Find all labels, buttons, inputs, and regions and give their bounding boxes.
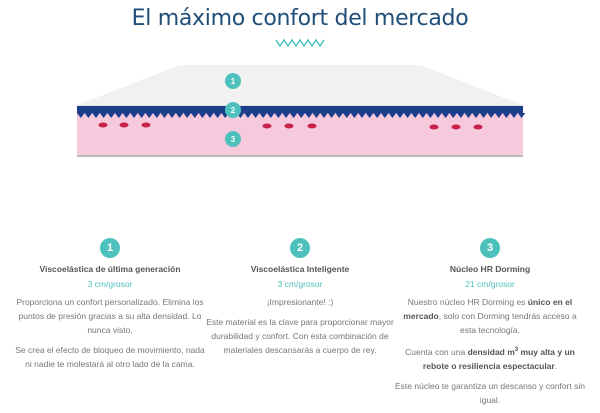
foam-scallop bbox=[343, 113, 351, 118]
foam-scallop bbox=[388, 113, 397, 118]
foam-scallop bbox=[335, 113, 343, 118]
foam-scallop bbox=[396, 113, 404, 118]
foam-scallop bbox=[487, 113, 495, 118]
foam-scallop bbox=[464, 113, 473, 118]
foam-scallop bbox=[282, 113, 290, 118]
layer-description: Este material es la clave para proporcio… bbox=[206, 317, 394, 355]
layer-description: Proporciona un confort personalizado. El… bbox=[16, 297, 204, 335]
mattress-layers-image: 1 2 3 bbox=[77, 65, 526, 157]
foam-scallop bbox=[289, 113, 298, 118]
layer-title: Núcleo HR Dorming bbox=[449, 264, 531, 274]
foam-scallop bbox=[274, 113, 283, 118]
layer-title: Viscoelástica Inteligente bbox=[250, 264, 350, 274]
foam-scallop bbox=[305, 113, 313, 118]
foam-scallop bbox=[327, 113, 336, 118]
layer-description: Nuestro núcleo HR Dorming es único en el… bbox=[403, 297, 577, 335]
foam-scallop bbox=[419, 113, 427, 118]
foam-scallop bbox=[198, 113, 207, 118]
layer-description: Cuenta con una densidad m3 muy alta y un… bbox=[405, 346, 575, 371]
foam-scallop bbox=[267, 113, 275, 118]
step-number-badge: 2 bbox=[290, 238, 310, 258]
layer-marker-1: 1 bbox=[225, 73, 241, 89]
foam-scallop bbox=[145, 113, 153, 118]
layer-description: Se crea el efecto de bloqueo de movimien… bbox=[15, 345, 205, 369]
foam-scallop bbox=[130, 113, 138, 118]
layer-thickness: 3 cm/grosor bbox=[277, 279, 323, 289]
step-number-badge: 1 bbox=[100, 238, 120, 258]
layer-marker-2: 2 bbox=[225, 102, 241, 118]
foam-scallop bbox=[495, 113, 503, 118]
foam-scallop bbox=[115, 113, 123, 118]
foam-scallop bbox=[168, 113, 176, 118]
foam-scallop bbox=[122, 113, 131, 118]
foam-scallop bbox=[77, 113, 85, 118]
layer-thickness: 3 cm/grosor bbox=[87, 279, 133, 289]
foam-scallop bbox=[510, 113, 518, 118]
foam-scallop bbox=[99, 113, 108, 118]
foam-scallop bbox=[358, 113, 366, 118]
layer-column-2: 2 Viscoelástica Inteligente 3 cm/grosor … bbox=[205, 238, 395, 363]
foam-scallop bbox=[457, 113, 465, 118]
svg-text:2: 2 bbox=[231, 106, 236, 115]
foam-scallop bbox=[92, 113, 100, 118]
foam-scallop bbox=[411, 113, 419, 118]
foam-scallop bbox=[434, 113, 442, 118]
foam-scallop bbox=[350, 113, 359, 118]
foam-scallop bbox=[251, 113, 260, 118]
wave-divider-icon bbox=[275, 38, 325, 48]
layer-title: Viscoelástica de última generación bbox=[39, 264, 181, 274]
foam-scallop bbox=[107, 113, 115, 118]
mattress-blue-layer bbox=[77, 106, 523, 113]
foam-scallop bbox=[84, 113, 93, 118]
foam-scallop bbox=[191, 113, 199, 118]
foam-scallop bbox=[449, 113, 457, 118]
layer-marker-3: 3 bbox=[225, 131, 241, 147]
svg-text:1: 1 bbox=[231, 77, 236, 86]
step-number-badge: 3 bbox=[480, 238, 500, 258]
foam-scallop bbox=[479, 113, 488, 118]
foam-scallop bbox=[137, 113, 146, 118]
mattress-top-layer bbox=[77, 65, 523, 105]
foam-scallop bbox=[175, 113, 184, 118]
page-title: El máximo confort del mercado bbox=[131, 6, 469, 31]
foam-scallop bbox=[213, 113, 222, 118]
foam-scallop bbox=[472, 113, 480, 118]
foam-scallop bbox=[502, 113, 511, 118]
foam-scallop bbox=[320, 113, 328, 118]
mattress-pink-layer bbox=[77, 113, 523, 155]
foam-scallop bbox=[160, 113, 169, 118]
layer-description: ¡Impresionante! :) bbox=[266, 297, 334, 307]
layer-description: Este núcleo te garantiza un descanso y c… bbox=[395, 380, 585, 405]
foam-scallop bbox=[403, 113, 412, 118]
svg-text:3: 3 bbox=[231, 135, 236, 144]
foam-scallop bbox=[153, 113, 161, 118]
foam-scallop bbox=[373, 113, 381, 118]
foam-scallop bbox=[517, 113, 526, 118]
foam-scallop bbox=[426, 113, 435, 118]
layer-thickness: 21 cm/grosor bbox=[465, 279, 515, 289]
layer-column-3: 3 Núcleo HR Dorming 21 cm/grosor Nuestro… bbox=[395, 238, 585, 413]
foam-scallop bbox=[206, 113, 214, 118]
foam-scallop bbox=[381, 113, 389, 118]
layer-column-1: 1 Viscoelástica de última generación 3 c… bbox=[15, 238, 205, 377]
foam-scallop bbox=[244, 113, 252, 118]
foam-scallop bbox=[441, 113, 450, 118]
foam-scallop bbox=[183, 113, 191, 118]
foam-scallop bbox=[259, 113, 267, 118]
foam-scallop bbox=[312, 113, 321, 118]
foam-scallop bbox=[297, 113, 305, 118]
foam-scallop bbox=[365, 113, 374, 118]
